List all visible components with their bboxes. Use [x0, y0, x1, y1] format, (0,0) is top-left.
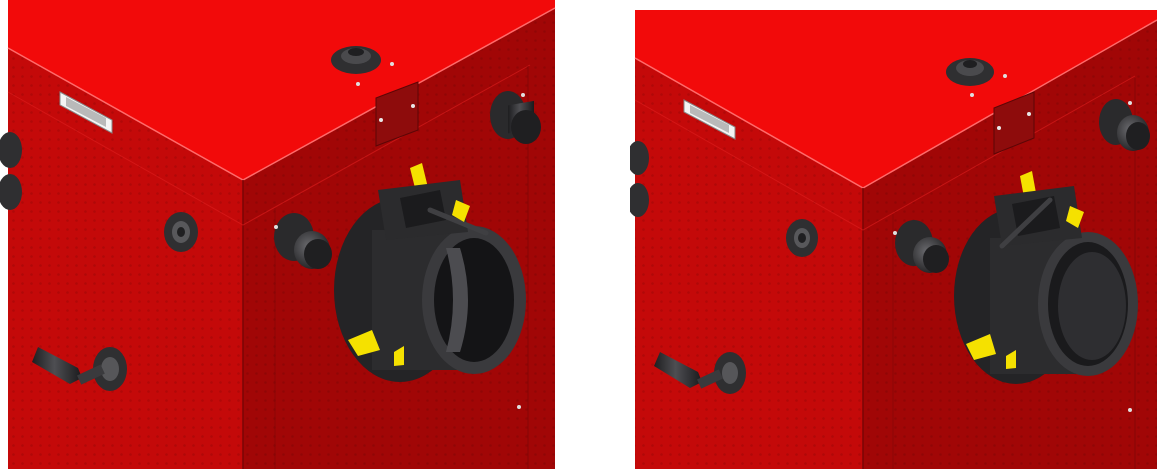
top-face: [635, 10, 1157, 188]
handle-slot-icon: [683, 99, 736, 140]
pipe-stub-icon: [1099, 99, 1150, 151]
drain-valve-icon: [654, 352, 746, 394]
damper-duct-icon: [334, 163, 526, 382]
vent-nozzle-icon: [946, 58, 1007, 97]
damper-duct-icon: [954, 171, 1138, 384]
pipe-stub-icon: [274, 213, 332, 269]
render-closed-damper: [630, 0, 1157, 469]
boiler-render-left: [0, 0, 556, 469]
bracket-plate: [993, 91, 1035, 155]
drain-valve-icon: [32, 347, 127, 391]
boiler-render-right: [630, 10, 1157, 469]
pipe-stub-icon: [893, 220, 949, 273]
grommet-icon: [0, 132, 198, 252]
grommet-icon: [630, 141, 818, 257]
handle-slot-icon: [59, 91, 113, 134]
vent-nozzle-icon: [331, 46, 394, 86]
render-open-damper: [0, 0, 560, 469]
bracket-plate: [375, 81, 419, 147]
top-face: [8, 0, 555, 180]
pipe-stub-icon: [490, 91, 541, 144]
